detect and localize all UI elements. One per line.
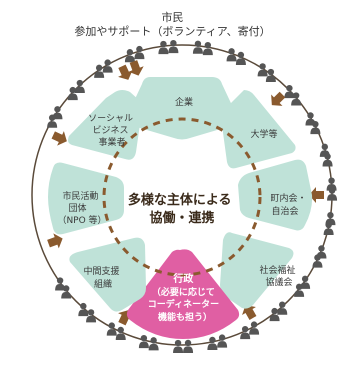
header-title: 市民 [161,11,184,24]
person-icon [294,283,305,297]
person-icon [284,84,295,99]
person-icon [202,41,213,56]
person-icon [265,68,276,83]
person-icon [106,322,117,336]
person-icon [322,153,333,167]
dashed-collaboration-circle [102,117,262,277]
person-icon [257,63,268,77]
node-top-label: 企業 [175,96,193,108]
inward-arrow-icon [118,64,133,80]
person-icon [138,334,149,349]
person-icon [94,64,105,78]
person-icon [323,221,334,235]
node-lower-left-label: 中間支援 組織 [84,265,123,290]
node-upper-left-shape [68,90,143,160]
inward-arrow-icon [128,60,144,76]
inward-arrow-icon [47,233,63,249]
person-icon [207,336,218,350]
person-icon [148,337,159,351]
person-icon [192,40,203,54]
person-icon [310,120,321,135]
person-icon [277,301,288,315]
person-icon [55,277,66,291]
person-icon [74,79,85,94]
person-icon [67,86,78,101]
person-icon [269,307,280,322]
person-icon [291,92,302,106]
person-icon [134,45,145,60]
person-icon [249,321,260,335]
person-icon [300,275,311,289]
person-icon [235,51,246,65]
node-bottom-shape [126,249,240,339]
node-upper-right-shape [221,90,296,169]
person-icon [217,334,228,348]
node-right-label: 町内会・ 自治会 [271,192,310,217]
node-bottom-label: 行政 （必要に応じて コーディネーター 機能も担う） [148,272,223,323]
node-upper-left-label: ソーシャル ビジネス 事業者 [88,114,136,148]
person-icon [86,309,97,323]
person-icon [168,39,179,54]
node-lower-left-shape [69,237,146,312]
inward-arrow-icon [51,131,67,146]
person-icon [52,106,63,120]
inward-arrow-icon [242,304,257,320]
inward-arrow-icon [309,187,324,203]
person-icon [240,325,251,340]
inward-arrows-group [47,60,324,326]
person-icon [226,48,237,62]
person-icon [312,254,323,268]
person-icon [124,49,135,63]
person-icon [173,339,184,354]
center-title: 多様な主体による 協働・連携 [128,192,236,226]
node-lower-right-shape [220,232,294,309]
person-icon [183,339,194,353]
person-icon [327,187,338,201]
person-icon [78,302,89,317]
node-left-label: 市民活動 団体 （NPO 等） [57,190,106,226]
header-subtitle: 参加やサポート（ボランティア、寄付） [74,25,271,38]
inward-arrow-icon [271,91,286,106]
person-icon [158,40,169,55]
node-lower-right-label: 社会福祉 協議会 [260,264,299,288]
person-icon [102,59,113,73]
person-icon [115,326,126,341]
citizen-people-group [47,39,338,354]
node-upper-right-label: 大学等 [250,128,277,140]
